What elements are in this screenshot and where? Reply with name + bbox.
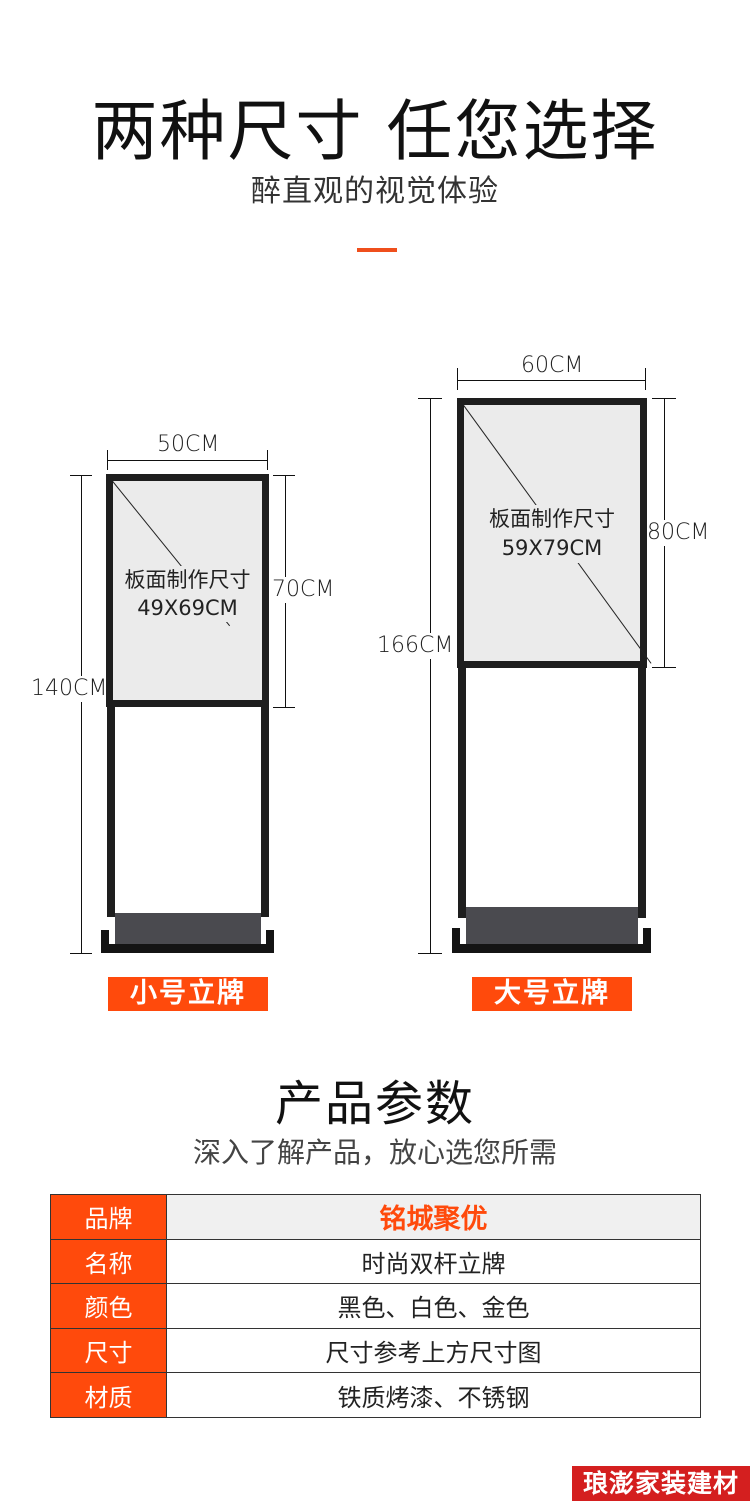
params-table: 品牌 铭城聚优 名称 时尚双杆立牌 颜色 黑色、白色、金色 尺寸 尺寸参考上方尺… (50, 1194, 701, 1418)
param-value: 黑色、白色、金色 (166, 1283, 701, 1329)
param-value: 时尚双杆立牌 (166, 1238, 701, 1285)
large-panel-tick-bottom (652, 667, 676, 668)
param-key: 尺寸 (50, 1327, 167, 1374)
small-width-tick-left (107, 450, 108, 470)
params-title: 产品参数 (274, 1076, 475, 1132)
small-total-tick-bottom (70, 953, 92, 954)
large-base-plate (466, 907, 638, 945)
table-row: 颜色 黑色、白色、金色 (50, 1283, 701, 1329)
store-watermark: 琅澎家装建材 (572, 1466, 750, 1501)
small-panel-tick-bottom (273, 707, 295, 708)
large-total-height-label: 166CM (376, 633, 455, 659)
param-value: 尺寸参考上方尺寸图 (166, 1327, 701, 1374)
large-total-dim-line (430, 398, 431, 953)
large-width-tick-right (645, 368, 646, 390)
table-row: 材质 铁质烤漆、不锈钢 (50, 1372, 701, 1418)
small-width-dim-line (107, 460, 268, 461)
small-width-label: 50CM (157, 432, 220, 457)
small-total-height-label: 140CM (30, 676, 109, 702)
param-key: 品牌 (50, 1194, 167, 1240)
page-subtitle: 醉直观的视觉体验 (251, 174, 499, 209)
small-base-foot (101, 944, 274, 953)
param-key: 名称 (50, 1238, 167, 1285)
large-width-dim-line (457, 380, 646, 381)
large-width-label: 60CM (521, 353, 584, 378)
large-panel-text-1: 板面制作尺寸 (489, 507, 615, 531)
large-left-leg (458, 668, 466, 918)
small-panel-text-1: 板面制作尺寸 (124, 568, 251, 592)
table-row: 尺寸 尺寸参考上方尺寸图 (50, 1327, 701, 1374)
param-value: 铁质烤漆、不锈钢 (166, 1372, 701, 1418)
large-panel-text-2: 59X79CM (501, 536, 603, 560)
large-right-leg (638, 668, 646, 918)
large-total-tick-bottom (418, 953, 442, 954)
param-value: 铭城聚优 (166, 1194, 701, 1240)
small-panel-height-label: 70CM (272, 577, 335, 603)
params-subtitle: 深入了解产品，放心选您所需 (192, 1136, 557, 1169)
accent-divider (357, 248, 397, 252)
large-width-tick-left (457, 368, 458, 390)
small-base-plate (115, 913, 261, 945)
large-panel-height-label: 80CM (647, 520, 710, 546)
large-stand-badge: 大号立牌 (472, 977, 632, 1011)
small-width-tick-right (267, 450, 268, 470)
param-key: 颜色 (50, 1283, 167, 1329)
page-title: 两种尺寸 任您选择 (91, 93, 659, 170)
small-total-dim-line (81, 475, 82, 953)
small-panel-text-2: 49X69CM (137, 596, 238, 620)
large-base-foot (452, 944, 651, 953)
small-right-leg (261, 707, 269, 917)
small-left-leg (107, 707, 115, 917)
table-row: 品牌 铭城聚优 (50, 1194, 701, 1240)
table-row: 名称 时尚双杆立牌 (50, 1238, 701, 1285)
small-stand-badge: 小号立牌 (108, 977, 268, 1011)
param-key: 材质 (50, 1372, 167, 1418)
small-panel-tick-top (273, 475, 295, 476)
